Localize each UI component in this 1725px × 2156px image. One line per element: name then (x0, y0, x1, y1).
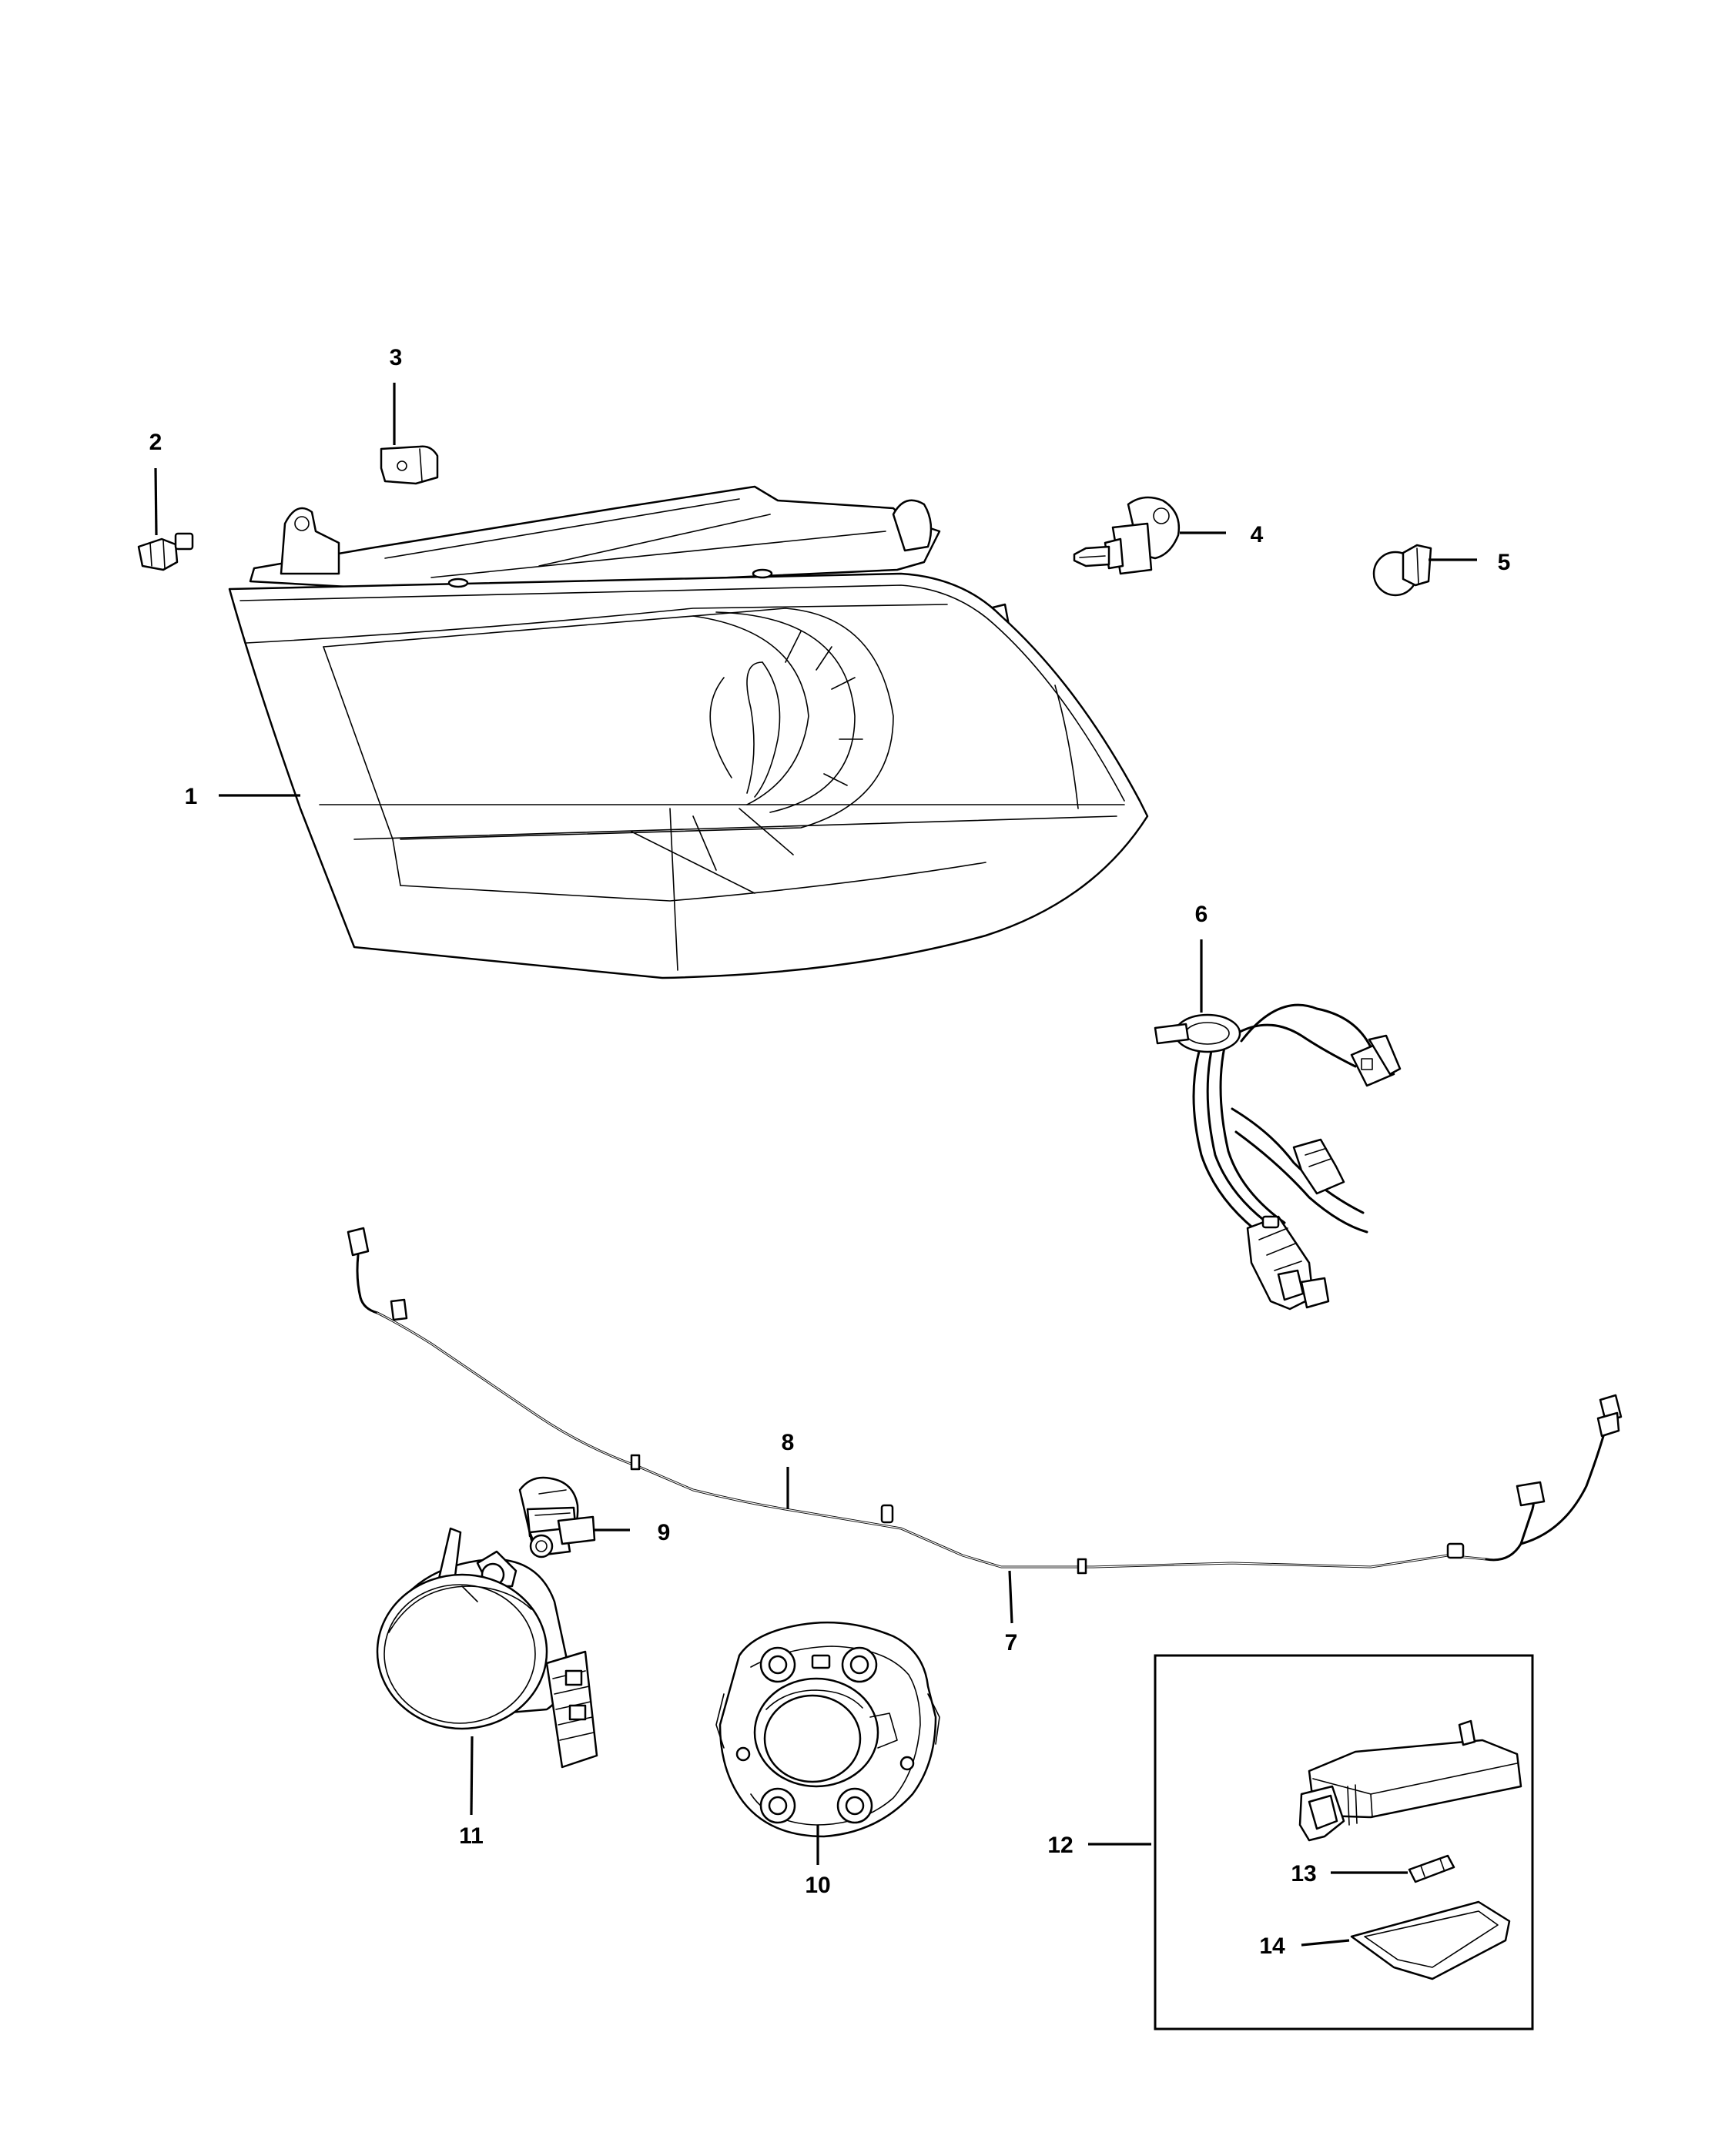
callout-5: 5 (1498, 550, 1511, 575)
fog-bulb-part (518, 1476, 596, 1558)
callout-11: 11 (459, 1823, 484, 1849)
headlamp-harness-part (1154, 1003, 1402, 1311)
callout-12: 12 (1047, 1833, 1073, 1858)
headlamp-bulb-part (1073, 496, 1181, 575)
callout-labels: 1 2 3 4 5 6 7 8 9 10 11 12 13 14 (149, 345, 1511, 1959)
callout-8: 8 (782, 1430, 795, 1455)
screw-part (137, 532, 194, 571)
module-kit-box (1154, 1654, 1534, 2030)
clip-nut-part (380, 445, 439, 485)
headlamp-assembly (228, 485, 1149, 979)
callout-14: 14 (1259, 1933, 1285, 1959)
marker-bulb-part (1372, 544, 1432, 597)
callout-3: 3 (390, 345, 403, 370)
fuse-part (1408, 1854, 1455, 1883)
pad-part (1350, 1900, 1511, 1980)
callout-9: 9 (658, 1520, 671, 1545)
control-module-part (1298, 1719, 1522, 1842)
mounting-boss (759, 1646, 878, 1824)
callout-13: 13 (1291, 1861, 1316, 1886)
callout-2: 2 (149, 430, 162, 455)
leader-lines (154, 383, 1477, 1947)
callout-6: 6 (1195, 902, 1208, 927)
callout-7: 7 (1005, 1630, 1018, 1656)
callout-4: 4 (1251, 522, 1264, 547)
projector-fog-lamp-part (715, 1621, 940, 1838)
fog-lamp-harness-part (347, 1227, 1623, 1575)
fog-lamp-assembly-part (376, 1527, 598, 1769)
callout-1: 1 (185, 784, 198, 809)
callout-10: 10 (805, 1873, 830, 1898)
